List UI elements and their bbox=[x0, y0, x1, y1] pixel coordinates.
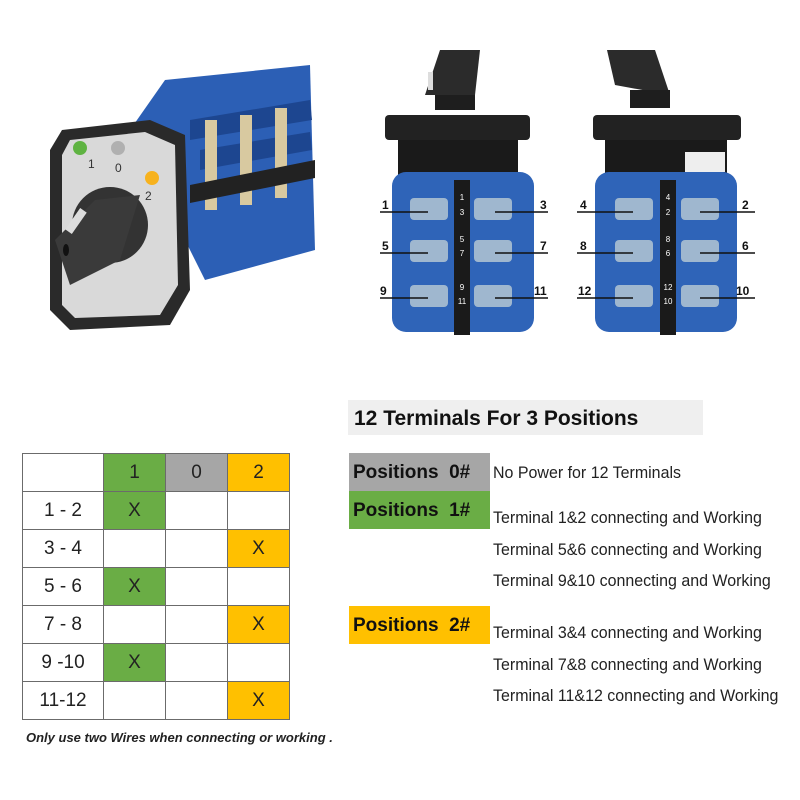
strip-label: 2 bbox=[666, 208, 671, 217]
strip-label: 10 bbox=[664, 297, 673, 306]
switch-front-view: 1 0 2 bbox=[50, 65, 315, 330]
connection-cell bbox=[227, 491, 290, 530]
knob[interactable] bbox=[607, 50, 670, 108]
strip-label: 4 bbox=[666, 193, 671, 202]
position-1-dot bbox=[73, 141, 87, 155]
terminal-label: 5 bbox=[382, 239, 389, 253]
strip-label: 12 bbox=[664, 283, 673, 292]
table-row: 7 - 8 X bbox=[22, 605, 290, 644]
position-2-description: Terminal 7&8 connecting and Working bbox=[493, 655, 762, 674]
header-corner bbox=[22, 453, 104, 492]
connection-cell bbox=[227, 643, 290, 682]
table-row: 11-12 X bbox=[22, 681, 290, 720]
product-sticker bbox=[685, 152, 725, 172]
position-1-description: Terminal 9&10 connecting and Working bbox=[493, 571, 771, 590]
position-0-dot bbox=[111, 141, 125, 155]
connection-cell bbox=[165, 605, 228, 644]
connection-cell bbox=[227, 567, 290, 606]
strip-label: 7 bbox=[460, 249, 465, 258]
connection-cell bbox=[103, 529, 166, 568]
position-2-badge: Positions 2# bbox=[349, 606, 490, 644]
terminal-pair-label: 1 - 2 bbox=[22, 491, 104, 530]
connection-cell: X bbox=[227, 681, 290, 720]
connection-cell: X bbox=[103, 567, 166, 606]
connection-cell bbox=[165, 681, 228, 720]
terminal-label: 10 bbox=[736, 284, 750, 298]
wiring-note: Only use two Wires when connecting or wo… bbox=[26, 730, 333, 745]
header-position-2: 2 bbox=[227, 453, 290, 492]
terminal-label: 3 bbox=[540, 198, 547, 212]
position-2-description: Terminal 3&4 connecting and Working bbox=[493, 623, 762, 642]
label-strip bbox=[454, 180, 470, 335]
connection-cell bbox=[165, 491, 228, 530]
terminal-label: 9 bbox=[380, 284, 387, 298]
strip-label: 11 bbox=[458, 297, 467, 306]
terminal-label: 7 bbox=[540, 239, 547, 253]
position-1-description: Terminal 1&2 connecting and Working bbox=[493, 508, 762, 527]
position-0-badge: Positions 0# bbox=[349, 453, 490, 491]
position-1-description: Terminal 5&6 connecting and Working bbox=[493, 540, 762, 559]
position-1-badge: Positions 1# bbox=[349, 491, 490, 529]
terminal-label: 2 bbox=[742, 198, 749, 212]
header-position-1: 1 bbox=[103, 453, 166, 492]
switch-rear-view-b: 4 8 12 2 6 10 4 2 8 6 12 10 bbox=[577, 50, 755, 335]
terminal-label: 8 bbox=[580, 239, 587, 253]
strip-label: 1 bbox=[460, 193, 465, 202]
connection-cell: X bbox=[227, 529, 290, 568]
connection-cell: X bbox=[227, 605, 290, 644]
position-0-label: 0 bbox=[115, 161, 122, 175]
terminal-pair-label: 11-12 bbox=[22, 681, 104, 720]
connection-cell: X bbox=[103, 491, 166, 530]
label-strip bbox=[660, 180, 676, 335]
knob[interactable] bbox=[425, 50, 480, 110]
terminal-pair-label: 9 -10 bbox=[22, 643, 104, 682]
terminal-pair-label: 3 - 4 bbox=[22, 529, 104, 568]
position-1-label: 1 bbox=[88, 157, 95, 171]
strip-label: 5 bbox=[460, 235, 465, 244]
terminal-label: 12 bbox=[578, 284, 592, 298]
connection-cell bbox=[165, 529, 228, 568]
header-position-0: 0 bbox=[165, 453, 228, 492]
strip-label: 9 bbox=[460, 283, 465, 292]
terminal-label: 4 bbox=[580, 198, 587, 212]
strip-label: 3 bbox=[460, 208, 465, 217]
terminal-label: 11 bbox=[534, 284, 547, 298]
connection-cell: X bbox=[103, 643, 166, 682]
position-2-dot bbox=[145, 171, 159, 185]
terminal-pair-label: 5 - 6 bbox=[22, 567, 104, 606]
position-2-label: 2 bbox=[145, 189, 152, 203]
mount-plate bbox=[385, 115, 530, 140]
strip-label: 8 bbox=[666, 235, 671, 244]
switch-rear-view-a: 1 5 9 3 7 11 1 3 5 7 9 11 bbox=[380, 50, 548, 335]
connection-cell bbox=[103, 681, 166, 720]
legend-title: 12 Terminals For 3 Positions bbox=[348, 400, 703, 435]
strip-label: 6 bbox=[666, 249, 671, 258]
blue-switch-body bbox=[130, 65, 315, 280]
connection-cell bbox=[165, 567, 228, 606]
terminal-label: 6 bbox=[742, 239, 749, 253]
position-0-description: No Power for 12 Terminals bbox=[493, 463, 681, 482]
terminal-pair-label: 7 - 8 bbox=[22, 605, 104, 644]
mount-plate bbox=[593, 115, 741, 140]
table-row: 3 - 4 X bbox=[22, 529, 290, 568]
connection-cell bbox=[103, 605, 166, 644]
position-2-description: Terminal 11&12 connecting and Working bbox=[493, 686, 779, 705]
connection-cell bbox=[165, 643, 228, 682]
terminal-label: 1 bbox=[382, 198, 389, 212]
rotary-knob[interactable] bbox=[55, 187, 148, 285]
